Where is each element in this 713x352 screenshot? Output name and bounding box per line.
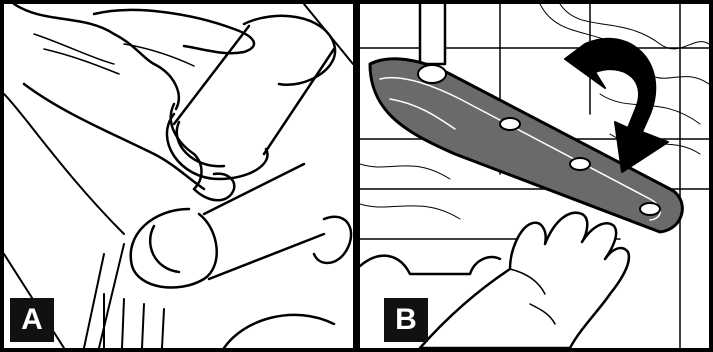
spray-arm [368,4,684,234]
panel-a-illustration [4,4,353,348]
hand-b [418,211,631,348]
panel-a: A [0,0,357,352]
panel-label-a: A [10,298,54,342]
panel-b-illustration [360,4,709,348]
upper-cylinder [165,14,337,181]
lower-cylinder [83,162,326,348]
hand-a [12,4,256,202]
panel-b: B [356,0,713,352]
rotate-arrow-icon [564,37,669,173]
panel-label-b: B [384,298,428,342]
